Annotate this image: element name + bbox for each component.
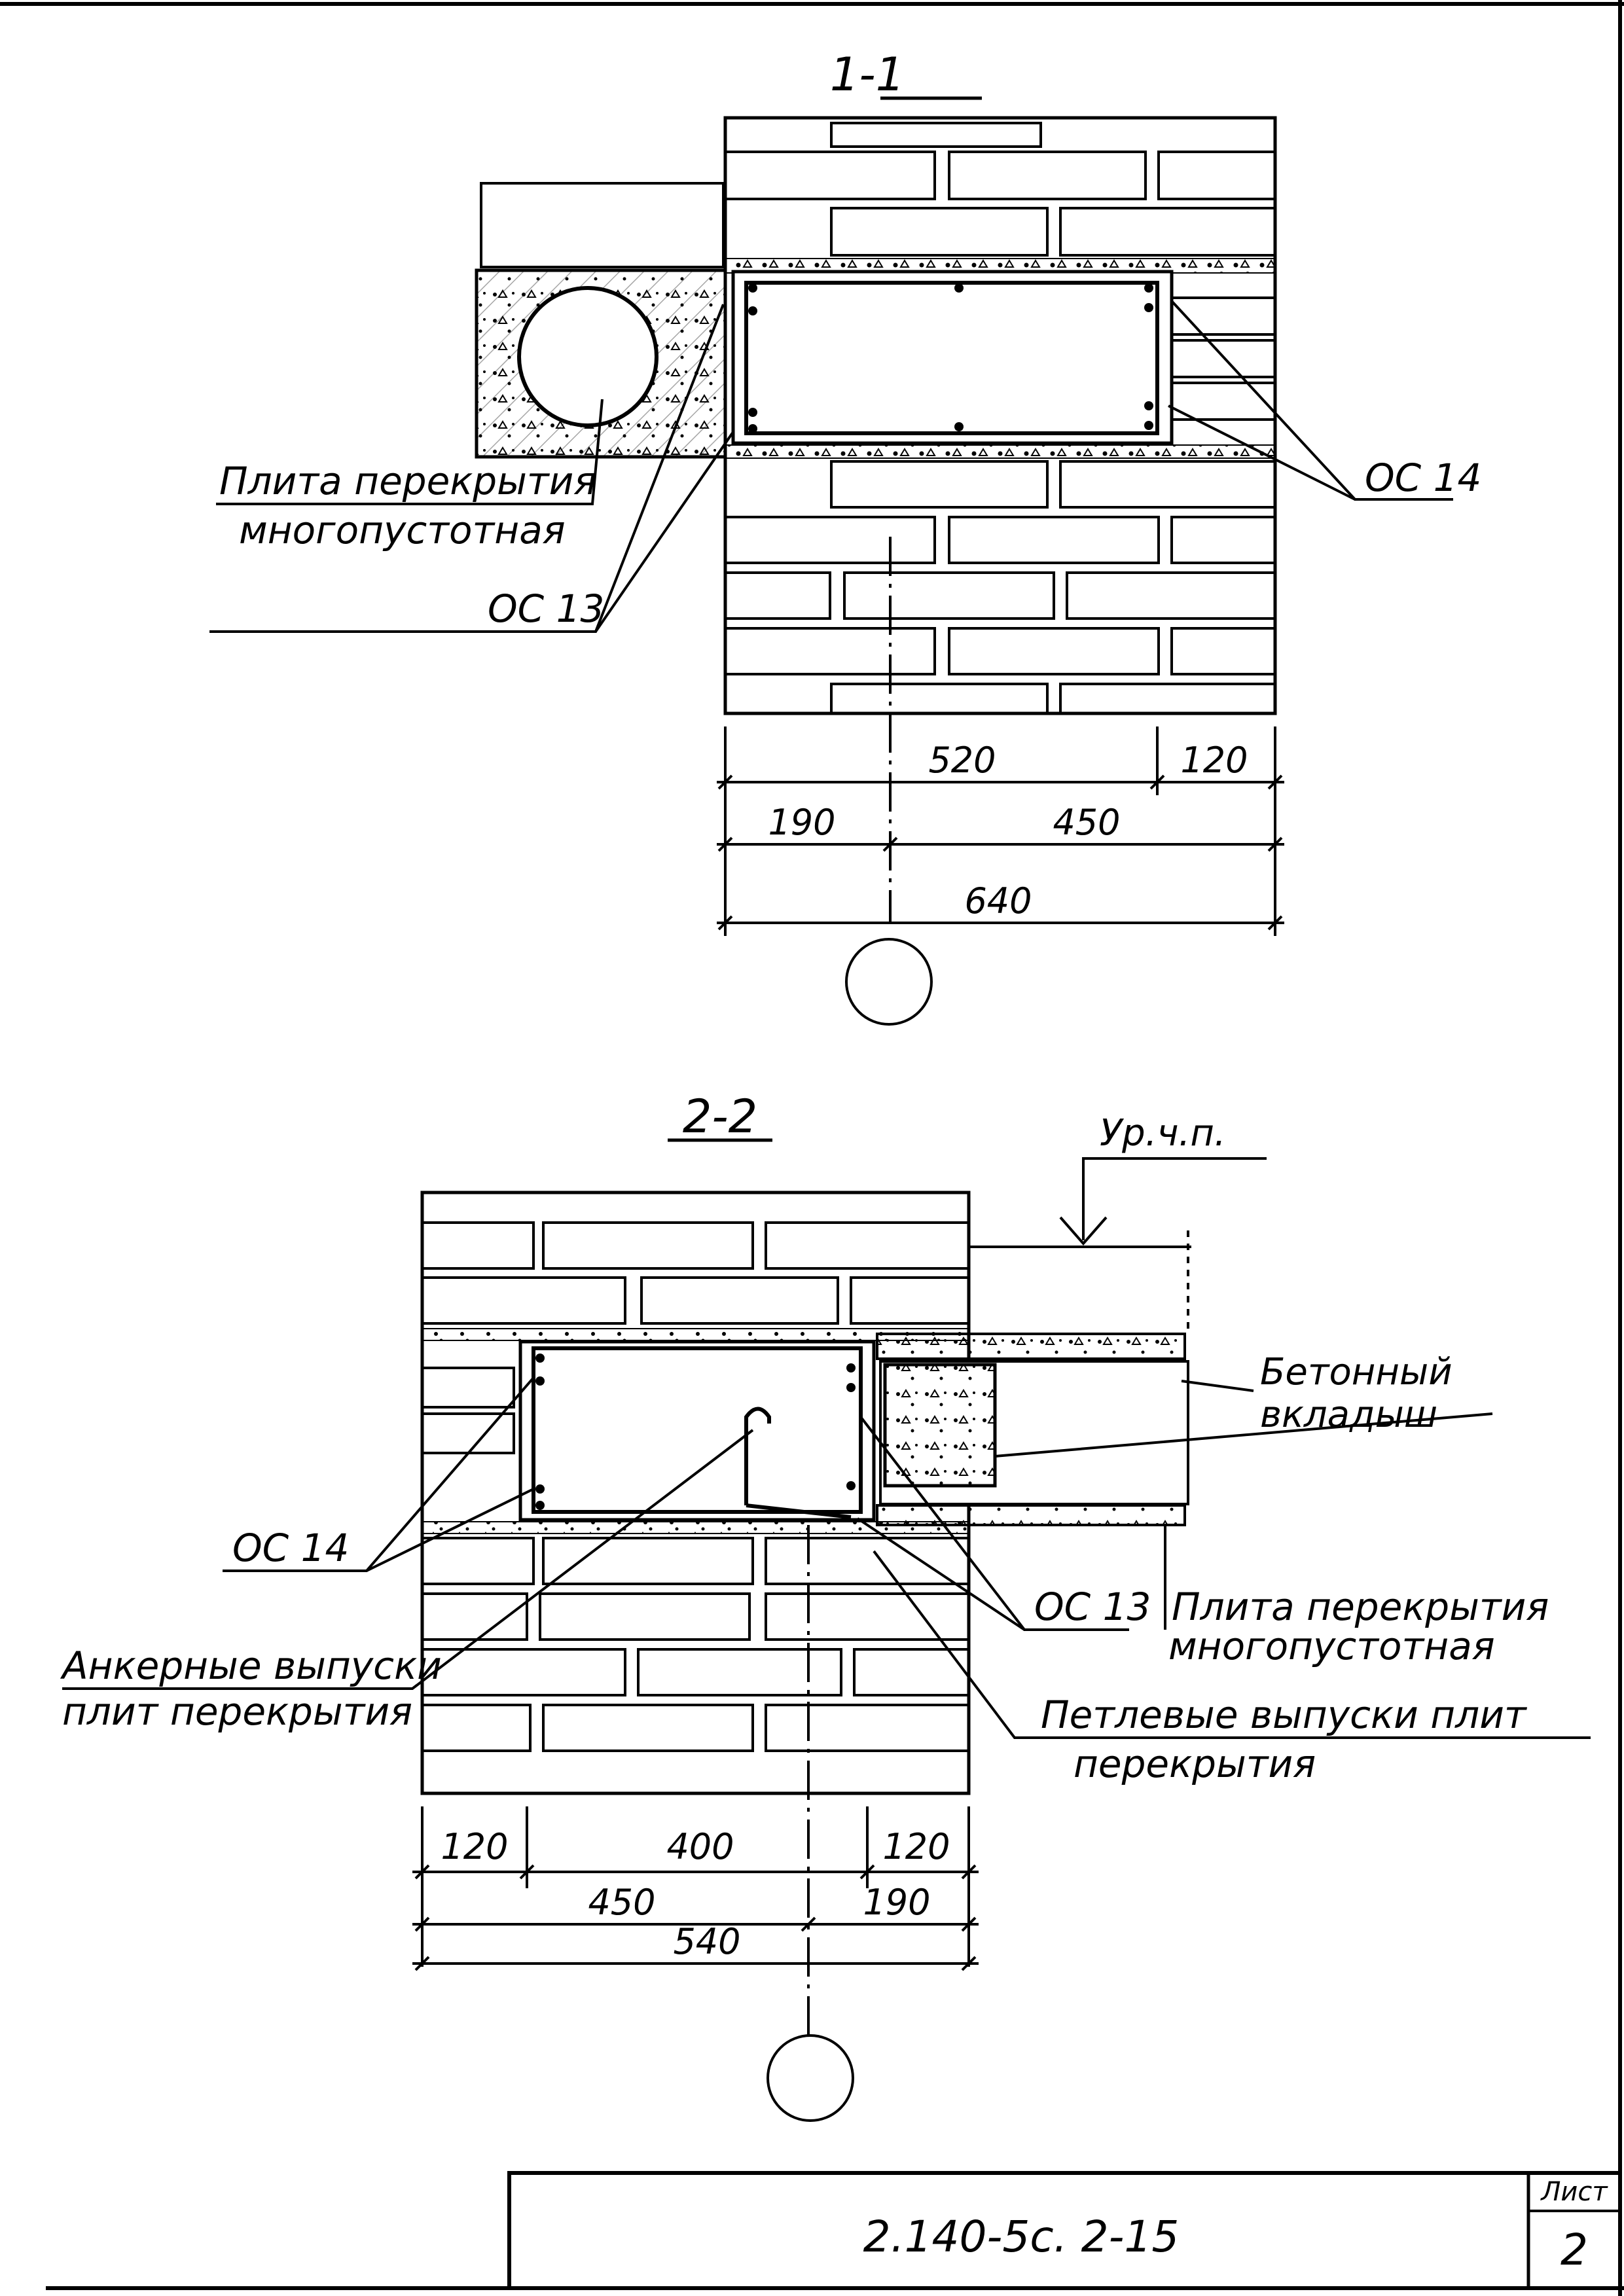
title-block: 2.140-5с. 2-15 Лист 2 bbox=[507, 2171, 1622, 2290]
concrete-insert-label-2: вкладыш bbox=[1260, 1393, 1437, 1436]
axis-marker-1 bbox=[845, 938, 933, 1026]
section-2-2-title: 2-2 bbox=[683, 1090, 757, 1143]
floor-level-marker bbox=[969, 1157, 1267, 1335]
lintel-frame-1 bbox=[731, 270, 1174, 445]
sheet-label: Лист bbox=[1540, 2177, 1608, 2207]
dim-540: 540 bbox=[673, 1921, 740, 1962]
oc13-label-1: ОС 13 bbox=[488, 586, 604, 631]
dim-520: 520 bbox=[928, 740, 996, 781]
dim-450-a: 450 bbox=[1053, 802, 1120, 843]
section-2-2: 2-2 Ур.ч.п. bbox=[60, 1090, 1591, 2122]
section-1-1-title: 1-1 bbox=[830, 48, 905, 101]
lintel-frame-2 bbox=[518, 1340, 876, 1522]
dim-400: 400 bbox=[666, 1826, 734, 1867]
leaders-2-2 bbox=[62, 1376, 1591, 2036]
slab-type-label-1: многопустотная bbox=[239, 508, 566, 552]
brick-wall bbox=[723, 116, 1277, 715]
anchor-label-1: Анкерные выпуски bbox=[60, 1643, 442, 1688]
slab-label-1: Плита перекрытия bbox=[219, 459, 596, 503]
concrete-insert bbox=[883, 1363, 997, 1488]
axis-marker-2 bbox=[767, 2034, 854, 2122]
anchor-label-2: плит перекрытия bbox=[62, 1689, 412, 1734]
loop-label-1: Петлевые выпуски плит bbox=[1041, 1693, 1528, 1737]
dim-450-b: 450 bbox=[588, 1882, 655, 1923]
document-code: 2.140-5с. 2-15 bbox=[863, 2212, 1180, 2262]
dim-120-b: 120 bbox=[441, 1826, 508, 1867]
oc13-label-2: ОС 13 bbox=[1034, 1585, 1151, 1629]
oc14-label-2: ОС 14 bbox=[232, 1526, 349, 1570]
oc14-label-1: ОС 14 bbox=[1365, 456, 1481, 500]
dim-120-c: 120 bbox=[882, 1826, 950, 1867]
dim-120-a: 120 bbox=[1180, 740, 1248, 781]
dimensions-1-1 bbox=[717, 726, 1284, 936]
sheet-number: 2 bbox=[1561, 2225, 1588, 2275]
section-1-1: 1-1 bbox=[209, 48, 1481, 1026]
floor-level-label: Ур.ч.п. bbox=[1100, 1112, 1226, 1155]
dim-190-b: 190 bbox=[863, 1882, 930, 1923]
leaders-1-1 bbox=[209, 300, 1453, 923]
dim-190-a: 190 bbox=[768, 802, 835, 843]
dimensions-2-2 bbox=[412, 1806, 979, 1971]
dim-640: 640 bbox=[964, 880, 1032, 922]
loop-label-2: перекрытия bbox=[1074, 1742, 1316, 1786]
hollow-core-slab-2 bbox=[876, 1333, 1189, 1526]
slab-label-2: Плита перекрытия bbox=[1172, 1585, 1549, 1629]
concrete-insert-label-1: Бетонный bbox=[1260, 1351, 1453, 1393]
slab-type-label-2: многопустотная bbox=[1168, 1624, 1495, 1668]
